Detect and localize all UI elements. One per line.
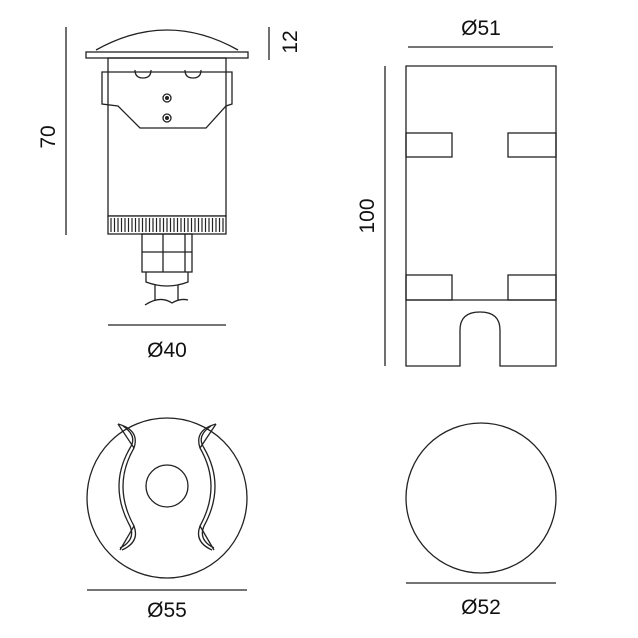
bracket [101, 71, 233, 129]
body [107, 57, 227, 217]
dim-sleeve-height: 100 [356, 198, 379, 233]
dim-sleeve-diameter: Ø51 [461, 17, 501, 40]
luminaire-top-view [86, 417, 248, 579]
installation-sleeve-side-view [405, 65, 557, 367]
dim-top-diameter: Ø55 [147, 599, 187, 622]
dome-lens [95, 29, 239, 51]
luminaire-side-view [85, 29, 249, 306]
dim-side-height: 70 [37, 125, 60, 148]
dimension-lines [65, 27, 556, 591]
cable [144, 285, 189, 306]
dim-flange-height: 12 [279, 30, 302, 53]
cable-gland-nut [141, 233, 193, 273]
dim-sleeve-bottom-diameter: Ø52 [461, 596, 501, 619]
dim-body-diameter: Ø40 [147, 339, 187, 362]
flange [85, 51, 249, 59]
sleeve-top-view [405, 422, 557, 574]
